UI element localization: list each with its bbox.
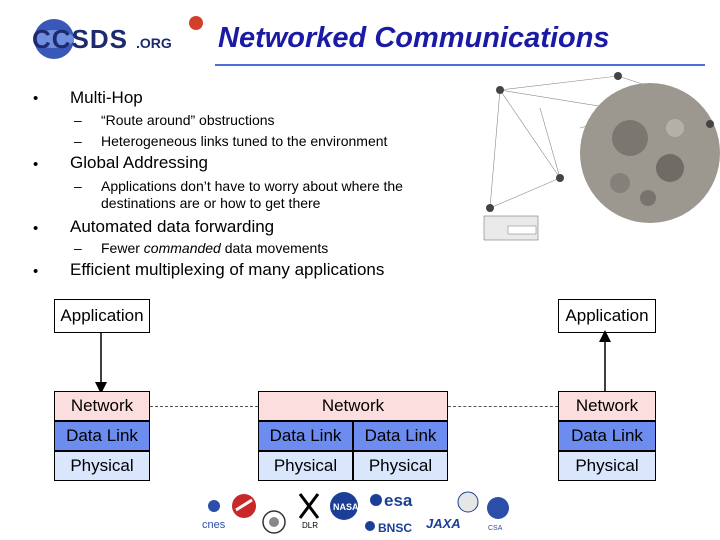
bullet-efficient-multiplexing: Efficient multiplexing of many applicati… (70, 260, 385, 279)
slide-title: Networked Communications (218, 22, 610, 54)
ccsds-logo: CCSDS .ORG (32, 16, 203, 59)
svg-text:BNSC: BNSC (378, 521, 412, 535)
svg-text:CCSDS: CCSDS (32, 24, 128, 54)
svg-text:CSA: CSA (488, 525, 503, 532)
application-box-right: Application (558, 299, 656, 333)
physical-box-middle-right: Physical (353, 451, 448, 481)
sub-data-movements-text: data movements (220, 240, 329, 256)
sub-fewer-text: Fewer (101, 240, 144, 256)
svg-text:JAXA: JAXA (426, 516, 461, 531)
bullet-dot: • (33, 156, 39, 173)
bullet-global-addressing: Global Addressing (70, 153, 208, 172)
bullet-dot: • (33, 220, 39, 237)
csa-logo: CSA (487, 497, 509, 532)
svg-text:cnes: cnes (202, 519, 226, 531)
bullet-dot: • (33, 263, 39, 280)
cnes-emblem-logo (262, 510, 286, 534)
sub-dash: – (74, 240, 82, 256)
sub-dash: – (74, 112, 82, 128)
data-link-box-left: Data Link (54, 421, 150, 451)
svg-text:NASA: NASA (333, 502, 359, 512)
sub-route-around: “Route around” obstructions (101, 112, 275, 128)
cnes-logo: cnes (202, 500, 226, 531)
svg-text:esa: esa (384, 491, 413, 510)
title-underline (215, 64, 705, 66)
dlr-logo: DLR (298, 493, 320, 530)
moon-network-picture (470, 68, 720, 246)
sub-fewer-commanded: Fewer commanded data movements (101, 240, 328, 257)
sub-applications-line1: Applications don’t have to worry about w… (101, 178, 403, 194)
peer-dashed-line-right (448, 406, 558, 407)
sub-dash: – (74, 178, 82, 194)
partner-logos: cnes DLR NASA esa BNSC JAXA CSA (202, 491, 509, 535)
physical-box-middle-left: Physical (258, 451, 353, 481)
application-box-left: Application (54, 299, 150, 333)
data-link-box-middle-right: Data Link (353, 421, 448, 451)
sub-heterogeneous-links: Heterogeneous links tuned to the environ… (101, 133, 388, 149)
inpe-logo (457, 491, 479, 513)
svg-text:.ORG: .ORG (136, 35, 172, 51)
data-link-box-middle-left: Data Link (258, 421, 353, 451)
network-box-right: Network (558, 391, 656, 421)
sub-commanded-italic: commanded (143, 240, 221, 256)
physical-box-left: Physical (54, 451, 150, 481)
cnsa-logo (232, 494, 256, 518)
esa-logo: esa (370, 491, 413, 510)
jaxa-logo: JAXA (426, 516, 461, 531)
network-box-left: Network (54, 391, 150, 421)
bnsc-logo: BNSC (365, 521, 412, 535)
bullet-multi-hop: Multi-Hop (70, 88, 143, 107)
sub-applications-line2: destinations are or how to get there (101, 195, 321, 211)
peer-dashed-line-left (150, 406, 258, 407)
bullet-dot: • (33, 90, 39, 107)
bullet-automated-forwarding: Automated data forwarding (70, 217, 275, 236)
data-link-box-right: Data Link (558, 421, 656, 451)
physical-box-right: Physical (558, 451, 656, 481)
nasa-logo: NASA (330, 492, 359, 520)
svg-text:DLR: DLR (302, 521, 318, 530)
network-box-middle: Network (258, 391, 448, 421)
sub-dash: – (74, 133, 82, 149)
